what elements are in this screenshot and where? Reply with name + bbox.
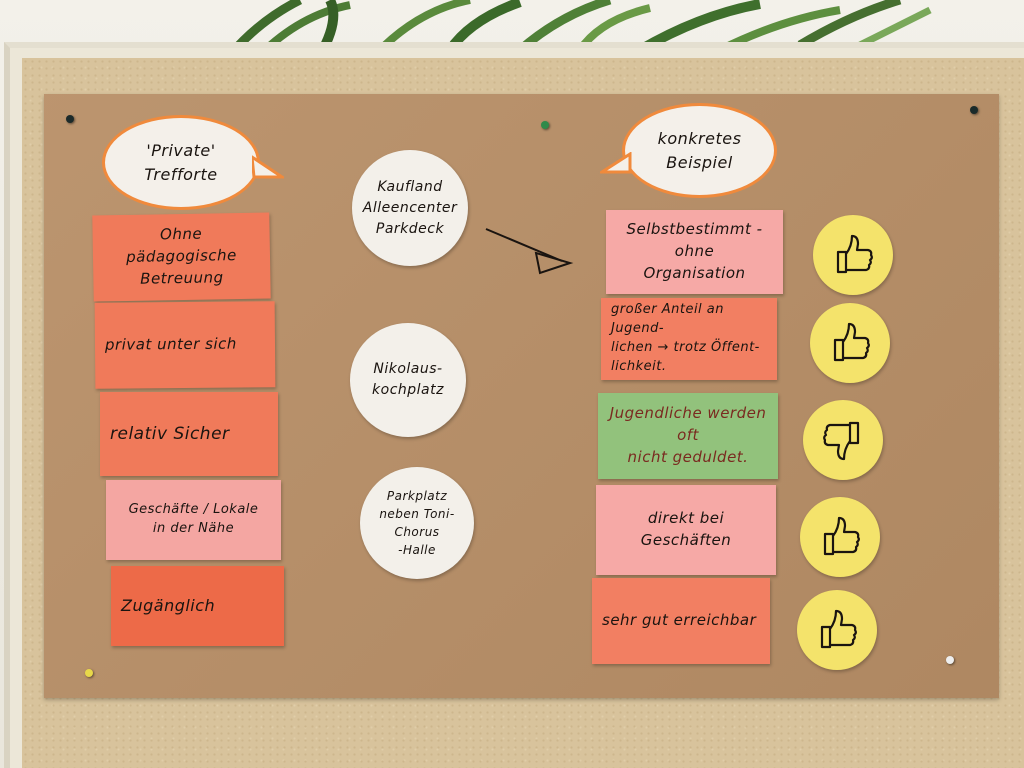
pin-icon: [970, 106, 978, 114]
note-left-1: Ohne pädagogische Betreuung: [92, 212, 271, 302]
bubble-text: konkretes Beispiel: [657, 128, 742, 172]
note-text: relativ Sicher: [110, 423, 230, 444]
note-text: sehr gut erreichbar: [602, 611, 757, 630]
thumbs-down-icon: [803, 400, 883, 480]
note-left-4: Geschäfte / Lokale in der Nähe: [106, 480, 281, 560]
note-right-1: Selbstbestimmt - ohne Organisation: [606, 210, 783, 294]
thumbs-up-icon: [797, 590, 877, 670]
speech-bubble-concrete-example: konkretes Beispiel: [622, 103, 777, 198]
location-circle-nikolauskochplatz: Nikolaus- kochplatz: [350, 323, 466, 437]
note-text: Selbstbestimmt - ohne Organisation: [626, 220, 763, 282]
note-text: Jugendliche werden oft nicht geduldet.: [609, 404, 767, 466]
note-text: Zugänglich: [121, 596, 216, 616]
location-circle-parkplatz: Parkplatz neben Toni-Chorus -Halle: [360, 467, 474, 579]
thumbs-up-icon: [800, 497, 880, 577]
pin-icon: [946, 656, 954, 664]
note-right-4: direkt bei Geschäften: [596, 485, 776, 575]
bubble-text: 'Private' Trefforte: [144, 140, 218, 184]
pin-icon: [541, 121, 549, 129]
thumbs-up-icon: [810, 303, 890, 383]
note-text: direkt bei Geschäften: [640, 509, 732, 549]
note-text: großer Anteil an Jugend- lichen → trotz …: [611, 302, 760, 374]
speech-bubble-tail: [252, 155, 284, 179]
location-circle-kaufland: Kaufland Alleencenter Parkdeck: [352, 150, 468, 266]
note-text: privat unter sich: [104, 334, 237, 354]
note-right-5: sehr gut erreichbar: [592, 578, 770, 664]
speech-bubble-private-meeting-places: 'Private' Trefforte: [102, 115, 260, 210]
note-right-2: großer Anteil an Jugend- lichen → trotz …: [601, 298, 777, 380]
pin-icon: [66, 115, 74, 123]
note-right-3: Jugendliche werden oft nicht geduldet.: [598, 393, 778, 479]
note-text: Ohne pädagogische Betreuung: [126, 225, 237, 288]
pin-icon: [85, 669, 93, 677]
note-text: Geschäfte / Lokale in der Nähe: [128, 502, 259, 536]
speech-bubble-tail: [600, 152, 632, 174]
circle-text: Parkplatz neben Toni-Chorus -Halle: [379, 489, 455, 557]
note-left-5: Zugänglich: [111, 566, 284, 646]
note-left-2: privat unter sich: [94, 301, 276, 389]
circle-text: Kaufland Alleencenter Parkdeck: [362, 178, 458, 237]
note-left-3: relativ Sicher: [100, 392, 278, 476]
thumbs-up-icon: [813, 215, 893, 295]
arrow-right-icon: [485, 228, 574, 275]
circle-text: Nikolaus- kochplatz: [372, 361, 444, 398]
